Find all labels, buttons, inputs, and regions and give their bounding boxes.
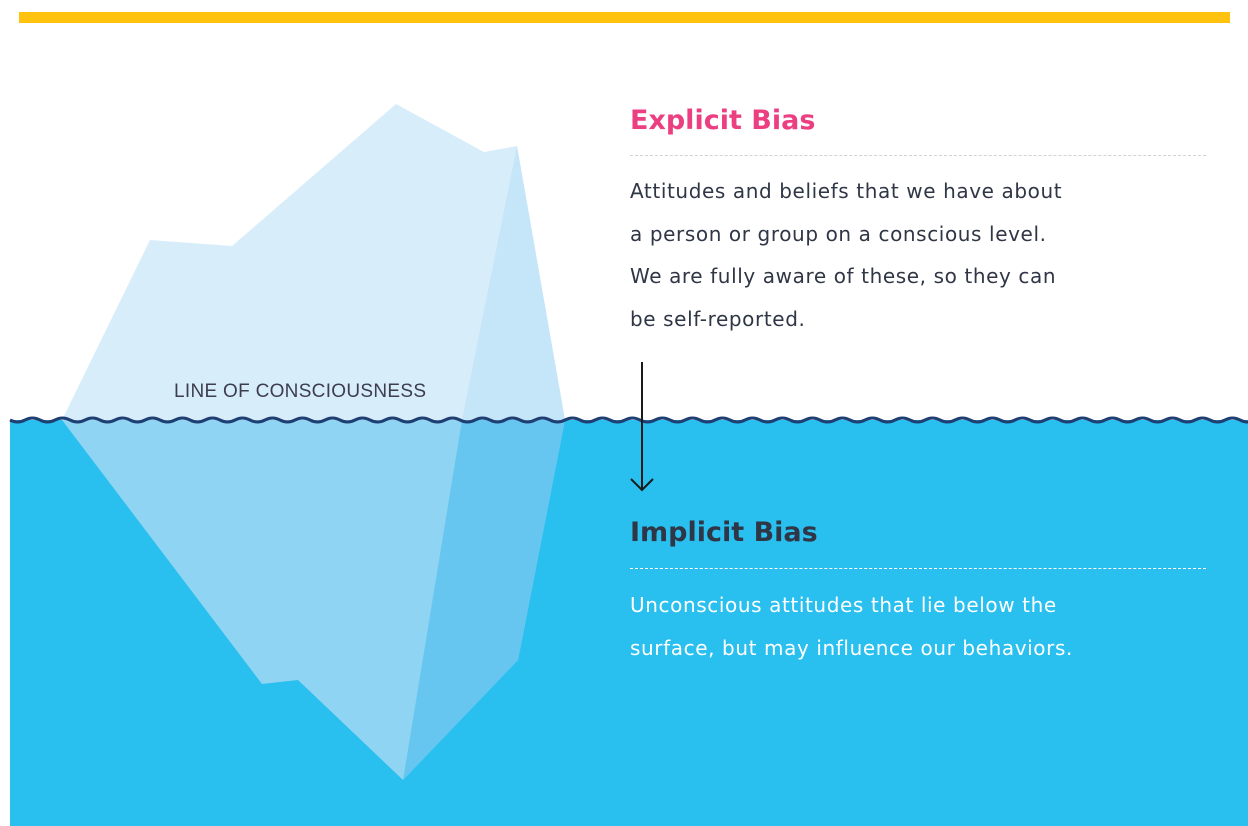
iceberg-tip-facet: [462, 146, 565, 420]
explicit-bias-description: Attitudes and beliefs that we have about…: [630, 170, 1190, 340]
explicit-line: Attitudes and beliefs that we have about: [630, 179, 1063, 203]
down-arrow-icon: [630, 362, 654, 492]
iceberg-tip: [62, 104, 565, 420]
line-of-consciousness-label: LINE OF CONSCIOUSNESS: [174, 381, 427, 402]
implicit-bias-title: Implicit Bias: [630, 517, 818, 548]
implicit-divider: [630, 568, 1206, 569]
iceberg-underwater-facet: [403, 420, 565, 780]
explicit-line: be self-reported.: [630, 306, 806, 331]
explicit-line: a person or group on a conscious level.: [630, 221, 1047, 246]
implicit-line: Unconscious attitudes that lie below the: [630, 593, 1057, 617]
explicit-line: We are fully aware of these, so they can: [630, 264, 1057, 288]
explicit-bias-title: Explicit Bias: [630, 105, 816, 136]
implicit-line: surface, but may influence our behaviors…: [630, 635, 1073, 660]
wave-icon: [9, 416, 1248, 424]
iceberg-illustration: [62, 104, 565, 780]
accent-bar: [19, 12, 1230, 23]
implicit-bias-description: Unconscious attitudes that lie below the…: [630, 584, 1190, 669]
explicit-divider: [630, 155, 1206, 156]
